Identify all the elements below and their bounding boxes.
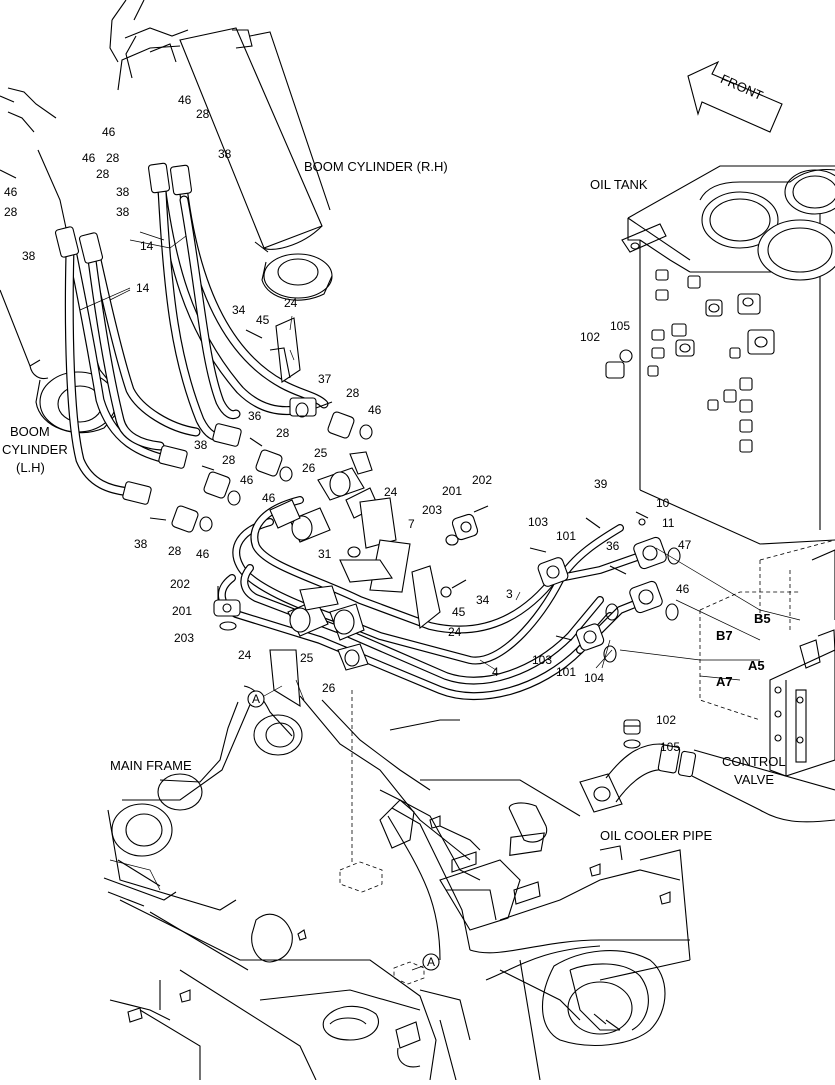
front-label: FRONT	[718, 71, 765, 103]
part-number: 46	[262, 491, 276, 505]
part-number: 39	[594, 477, 608, 491]
part-number: 46	[178, 93, 192, 107]
part-number: 201	[172, 604, 192, 618]
part-number: 38	[134, 537, 148, 551]
label-main-frame: MAIN FRAME	[110, 758, 192, 773]
label-control-valve-1: CONTROL	[722, 754, 786, 769]
ref-a-bottom-label: A	[427, 955, 435, 969]
part-number: 4	[492, 665, 499, 679]
part-number: 26	[322, 681, 336, 695]
ref-a-bottom: A	[411, 953, 440, 971]
part-number: 28	[346, 386, 360, 400]
part-number: 36	[248, 409, 262, 423]
part-number: 47	[678, 538, 692, 552]
part-number: 103	[532, 653, 552, 667]
fittings-center	[149, 317, 489, 708]
valve-connections	[529, 511, 801, 721]
label-port-a5: A5	[748, 658, 765, 673]
part-number: 24	[448, 625, 462, 639]
part-number: 202	[170, 577, 190, 591]
part-number: 28	[222, 453, 236, 467]
front-arrow-icon: FRONT	[687, 60, 783, 133]
pipes-3-4	[218, 496, 654, 701]
part-number: 38	[116, 185, 130, 199]
part-number: 7	[408, 517, 415, 531]
ref-a-top-label: A	[252, 692, 260, 706]
part-number: 28	[196, 107, 210, 121]
part-number: 10	[656, 496, 670, 510]
part-number: 38	[116, 205, 130, 219]
part-number: 3	[506, 587, 513, 601]
part-number: 38	[194, 438, 208, 452]
part-number: 28	[4, 205, 18, 219]
label-port-b5: B5	[754, 611, 771, 626]
part-number: 34	[232, 303, 246, 317]
label-control-valve-2: VALVE	[734, 772, 774, 787]
part-number: 28	[106, 151, 120, 165]
label-boom-cylinder-rh: BOOM CYLINDER (R.H)	[304, 159, 448, 174]
oil-cooler-pipe	[579, 349, 835, 823]
main-frame	[103, 685, 691, 1081]
part-number: 46	[676, 582, 690, 596]
part-number: 38	[22, 249, 36, 263]
part-number: 203	[174, 631, 194, 645]
boom-cylinder-rh	[109, 0, 333, 301]
label-port-a7: A7	[716, 674, 733, 689]
part-number: 28	[168, 544, 182, 558]
part-number: 201	[442, 484, 462, 498]
label-port-b7: B7	[716, 628, 733, 643]
part-number: 14	[140, 239, 154, 253]
part-number: 38	[218, 147, 232, 161]
part-number: 37	[318, 372, 332, 386]
part-numbers: 46 28 46 28 38 46 28 46 28 38 38 38 14 1…	[4, 93, 692, 754]
part-number: 203	[422, 503, 442, 517]
part-number: 46	[102, 125, 116, 139]
part-number: 202	[472, 473, 492, 487]
part-number: 45	[452, 605, 466, 619]
part-number: 46	[82, 151, 96, 165]
leader-lines	[79, 231, 613, 701]
part-number: 102	[656, 713, 676, 727]
part-number: 105	[610, 319, 630, 333]
label-boom-lh-2: CYLINDER	[2, 442, 68, 457]
part-number: 14	[136, 281, 150, 295]
part-number: 103	[528, 515, 548, 529]
label-boom-lh-1: BOOM	[10, 424, 50, 439]
part-number: 24	[238, 648, 252, 662]
part-number: 46	[196, 547, 210, 561]
part-number: 34	[476, 593, 490, 607]
text-labels: BOOM CYLINDER (R.H) BOOM CYLINDER (L.H) …	[2, 159, 786, 843]
hoses-14	[54, 162, 329, 505]
part-number: 102	[580, 330, 600, 344]
part-number: 11	[662, 516, 675, 530]
label-oil-tank: OIL TANK	[590, 177, 648, 192]
part-number: 24	[384, 485, 398, 499]
part-number: 26	[302, 461, 316, 475]
part-number: 28	[276, 426, 290, 440]
ref-a-top: A	[247, 685, 283, 708]
part-number: 46	[4, 185, 18, 199]
part-number: 28	[96, 167, 110, 181]
part-number: 104	[584, 671, 604, 685]
part-number: 105	[660, 740, 680, 754]
part-number: 24	[284, 296, 298, 310]
part-number: 45	[256, 313, 270, 327]
part-number: 31	[318, 547, 332, 561]
part-number: 25	[314, 446, 328, 460]
label-boom-lh-3: (L.H)	[16, 460, 45, 475]
part-number: 101	[556, 665, 576, 679]
control-valve	[759, 539, 835, 777]
part-number: 46	[240, 473, 254, 487]
part-number: 46	[368, 403, 382, 417]
oil-tank	[621, 165, 835, 545]
part-number: 36	[606, 539, 620, 553]
part-number: 25	[300, 651, 314, 665]
label-oil-cooler-pipe: OIL COOLER PIPE	[600, 828, 713, 843]
part-number: 101	[556, 529, 576, 543]
